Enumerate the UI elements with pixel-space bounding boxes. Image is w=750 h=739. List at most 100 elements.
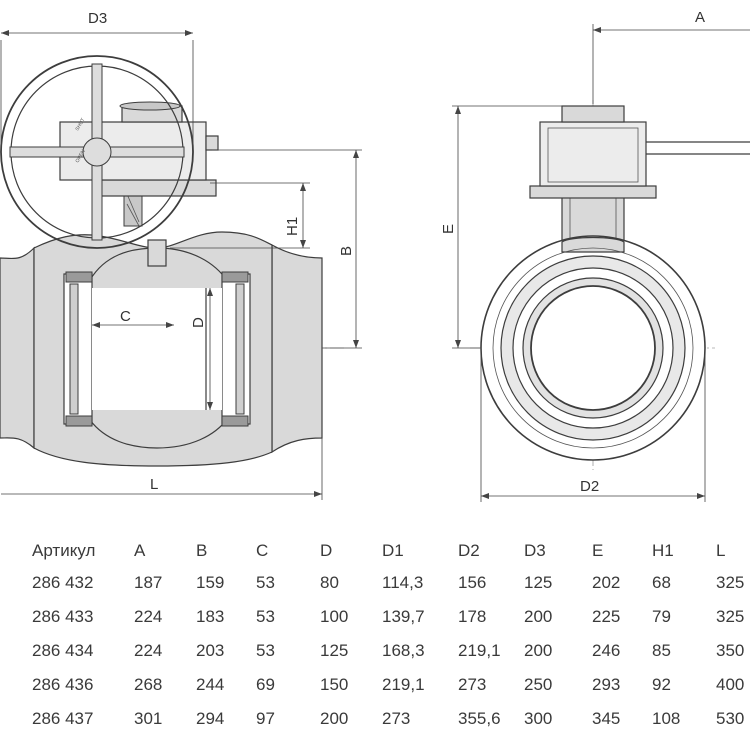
end-neck-base [561, 236, 625, 253]
table-row: 286 434 224 203 53 125 168,3 219,1 200 2… [0, 639, 750, 663]
handwheel-outer-rim [0, 55, 194, 249]
table-row: 286 433 224 183 53 100 139,7 178 200 225… [0, 605, 750, 629]
label-d2: D2 [580, 478, 599, 495]
dim-e [452, 105, 562, 349]
ball-outline-bottom [89, 417, 229, 449]
table-cell: 159 [196, 573, 225, 592]
left-seal-top [65, 271, 93, 283]
table-header-cell: C [256, 541, 269, 560]
table-cell: 225 [592, 607, 621, 626]
label-d3: D3 [88, 10, 107, 27]
table-cell: 530 [716, 709, 745, 728]
end-bore [530, 285, 656, 411]
stem-hatch-1 [126, 193, 140, 223]
table-header-cell: D [320, 541, 333, 560]
table-cell: 168,3 [382, 641, 425, 660]
table-cell: 286 434 [32, 641, 94, 660]
table-cell: 114,3 [382, 573, 424, 592]
table-header-cell: D2 [458, 541, 480, 560]
table-row: 286 437 301 294 97 200 273 355,6 300 345… [0, 707, 750, 731]
table-cell: 294 [196, 709, 225, 728]
table-cell: 224 [134, 607, 163, 626]
table-header-cell: D3 [524, 541, 546, 560]
technical-drawing: SHUT OPEN D3 H1 B [0, 9, 750, 502]
table-cell: 92 [652, 675, 671, 694]
table-cell: 244 [196, 675, 225, 694]
dim-h1 [170, 182, 310, 249]
table-cell: 273 [458, 675, 487, 694]
table-cell: 345 [592, 709, 621, 728]
table-cell: 350 [716, 641, 745, 660]
table-cell: 325 [716, 573, 745, 592]
table-cell: 286 433 [32, 607, 94, 626]
table-header-cell: H1 [652, 541, 674, 560]
right-seal-top [221, 271, 249, 283]
table-cell: 53 [256, 607, 275, 626]
right-seal-bottom [221, 415, 249, 427]
handwheel-hub [82, 137, 112, 167]
end-gearbox-base [529, 185, 657, 199]
table-cell: 300 [524, 709, 553, 728]
table-cell: 80 [320, 573, 339, 592]
dim-d2 [480, 348, 706, 502]
table-cell: 286 432 [32, 573, 94, 592]
table-header-cell: D1 [382, 541, 404, 560]
label-l: L [150, 476, 158, 493]
table-header-cell: Артикул [32, 541, 96, 560]
table-cell: 178 [458, 607, 487, 626]
table-cell: 203 [196, 641, 225, 660]
gearbox-plug [205, 135, 219, 151]
dim-b [212, 149, 362, 349]
table-cell: 125 [320, 641, 349, 660]
table-cell: 301 [134, 709, 163, 728]
table-cell: 100 [320, 607, 349, 626]
table-cell: 273 [382, 709, 411, 728]
label-e: E [440, 224, 457, 234]
stem-neck [147, 239, 167, 267]
table-cell: 246 [592, 641, 621, 660]
gearbox-base [97, 179, 217, 197]
table-cell: 293 [592, 675, 621, 694]
dim-a [592, 24, 750, 104]
table-row: 286 432 187 159 53 80 114,3 156 125 202 … [0, 571, 750, 595]
table-cell: 156 [458, 573, 487, 592]
table-cell: 183 [196, 607, 225, 626]
table-cell: 97 [256, 709, 275, 728]
dim-d3 [0, 30, 194, 150]
left-pipe-end [0, 246, 35, 450]
left-seal-bottom [65, 415, 93, 427]
gearbox-cover-top [119, 101, 181, 111]
table-cell: 200 [524, 641, 553, 660]
table-cell: 187 [134, 573, 163, 592]
table-cell: 224 [134, 641, 163, 660]
table-cell: 286 437 [32, 709, 94, 728]
dim-l [1, 438, 323, 500]
table-header-cell: A [134, 541, 146, 560]
stem-hatch-2 [126, 203, 140, 227]
table-cell: 125 [524, 573, 553, 592]
dim-c [92, 322, 174, 328]
table-cell: 139,7 [382, 607, 425, 626]
label-h1: H1 [284, 217, 301, 236]
right-seat-ring [235, 283, 245, 415]
ball-bore [92, 288, 222, 410]
right-pipe-end [271, 243, 323, 454]
label-a: A [695, 9, 705, 26]
dim-d [207, 288, 213, 410]
table-cell: 53 [256, 641, 275, 660]
table-cell: 69 [256, 675, 275, 694]
table-header-row: Артикул A B C D D1 D2 D3 E H1 L [0, 539, 750, 563]
left-seat-ring [69, 283, 79, 415]
table-cell: 53 [256, 573, 275, 592]
table-cell: 286 436 [32, 675, 94, 694]
table-cell: 68 [652, 573, 671, 592]
label-b: B [338, 246, 355, 256]
table-cell: 250 [524, 675, 553, 694]
end-body-inner [492, 247, 694, 449]
end-gearbox-housing [539, 121, 647, 187]
table-cell: 355,6 [458, 709, 501, 728]
table-row: 286 436 268 244 69 150 219,1 273 250 293… [0, 673, 750, 697]
table-cell: 219,1 [382, 675, 425, 694]
end-gearbox-panel [547, 127, 639, 183]
label-c: C [120, 308, 131, 325]
